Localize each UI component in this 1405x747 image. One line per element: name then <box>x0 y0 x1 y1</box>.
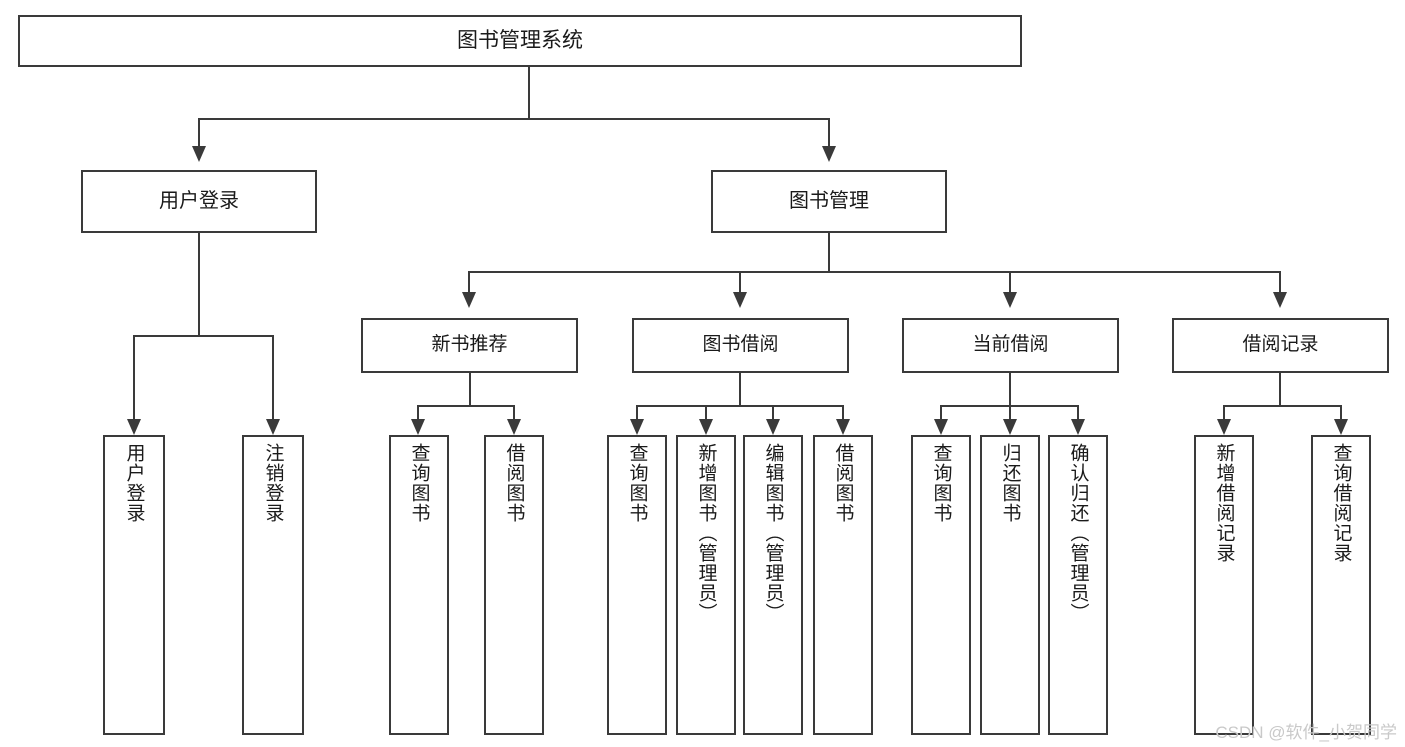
node-label: 用户登录 <box>159 189 239 212</box>
node-label: 查询图书 <box>930 443 952 523</box>
connector-bb-drop-2 <box>705 405 707 419</box>
leaf-user-logout[interactable]: 注销登录 <box>242 435 304 735</box>
node-borrow-record[interactable]: 借阅记录 <box>1172 318 1389 373</box>
node-label: 新增图书（管理员） <box>695 443 717 623</box>
node-current-borrow[interactable]: 当前借阅 <box>902 318 1119 373</box>
connector-user-login-stem <box>198 233 200 335</box>
connector-book-management-bus <box>468 271 1280 273</box>
connector-cb-drop-1 <box>940 405 942 419</box>
arrow-icon-bb-to-borrow-book <box>836 419 850 435</box>
node-label: 图书借阅 <box>702 334 779 356</box>
node-label: 借阅图书 <box>832 443 854 523</box>
watermark-csdn: CSDN @软件_小贺同学 <box>1215 723 1397 742</box>
connector-bm-drop-1 <box>468 271 470 292</box>
connector-bb-drop-3 <box>772 405 774 419</box>
node-label: 查询借阅记录 <box>1330 443 1352 563</box>
leaf-cb-query-book[interactable]: 查询图书 <box>911 435 971 735</box>
node-label: 查询图书 <box>408 443 430 523</box>
leaf-cb-return-book[interactable]: 归还图书 <box>980 435 1040 735</box>
connector-nbr-drop-1 <box>417 405 419 419</box>
connector-nbr-stem <box>469 373 471 405</box>
arrow-icon-user-login-to-logout <box>266 419 280 435</box>
connector-bm-drop-2 <box>739 271 741 292</box>
node-label: 图书管理 <box>789 189 869 212</box>
node-book-management[interactable]: 图书管理 <box>711 170 947 233</box>
leaf-bb-edit-book-admin[interactable]: 编辑图书（管理员） <box>743 435 803 735</box>
arrow-icon-br-to-query-record <box>1334 419 1348 435</box>
arrow-icon-bm-to-new-book-recommend <box>462 292 476 308</box>
leaf-bb-query-book[interactable]: 查询图书 <box>607 435 667 735</box>
arrow-icon-root-to-user-login <box>192 146 206 162</box>
arrow-icon-bm-to-current-borrow <box>1003 292 1017 308</box>
connector-user-login-drop-2 <box>272 335 274 419</box>
node-root-book-management-system[interactable]: 图书管理系统 <box>18 15 1022 67</box>
arrow-icon-cb-to-query-book <box>934 419 948 435</box>
connector-root-stem <box>528 67 530 118</box>
leaf-br-add-record[interactable]: 新增借阅记录 <box>1194 435 1254 735</box>
node-label: 借阅记录 <box>1242 334 1319 356</box>
connector-user-login-bus <box>133 335 274 337</box>
arrow-icon-nbr-to-borrow-book <box>507 419 521 435</box>
node-label: 新增借阅记录 <box>1213 443 1235 563</box>
connector-bb-drop-1 <box>636 405 638 419</box>
arrow-icon-bb-to-query-book <box>630 419 644 435</box>
leaf-bb-add-book-admin[interactable]: 新增图书（管理员） <box>676 435 736 735</box>
node-label: 确认归还（管理员） <box>1067 443 1089 623</box>
connector-bb-drop-4 <box>842 405 844 419</box>
connector-user-login-drop-1 <box>133 335 135 419</box>
arrow-icon-bb-to-edit-book <box>766 419 780 435</box>
node-book-borrow[interactable]: 图书借阅 <box>632 318 849 373</box>
node-label: 查询图书 <box>626 443 648 523</box>
connector-nbr-bus <box>417 405 515 407</box>
connector-br-stem <box>1279 373 1281 405</box>
node-label: 当前借阅 <box>972 334 1049 356</box>
connector-br-drop-1 <box>1223 405 1225 419</box>
arrow-icon-nbr-to-query-book <box>411 419 425 435</box>
node-label: 图书管理系统 <box>457 28 583 52</box>
node-label: 归还图书 <box>999 443 1021 523</box>
connector-root-bus <box>198 118 830 120</box>
arrow-icon-bm-to-borrow-record <box>1273 292 1287 308</box>
node-label: 编辑图书（管理员） <box>762 443 784 623</box>
connector-cb-stem <box>1009 373 1011 405</box>
connector-br-drop-2 <box>1340 405 1342 419</box>
node-label: 借阅图书 <box>503 443 525 523</box>
connector-book-management-stem <box>828 233 830 271</box>
arrow-icon-user-login-to-login <box>127 419 141 435</box>
arrow-icon-cb-to-confirm-return <box>1071 419 1085 435</box>
arrow-icon-bb-to-add-book <box>699 419 713 435</box>
node-new-book-recommend[interactable]: 新书推荐 <box>361 318 578 373</box>
node-user-login[interactable]: 用户登录 <box>81 170 317 233</box>
node-label: 注销登录 <box>262 443 284 523</box>
connector-cb-drop-3 <box>1077 405 1079 419</box>
node-label: 用户登录 <box>123 443 145 523</box>
connector-nbr-drop-2 <box>513 405 515 419</box>
leaf-cb-confirm-return-admin[interactable]: 确认归还（管理员） <box>1048 435 1108 735</box>
arrow-icon-cb-to-return-book <box>1003 419 1017 435</box>
node-label: 新书推荐 <box>431 334 508 356</box>
connector-root-drop-2 <box>828 118 830 146</box>
leaf-br-query-record[interactable]: 查询借阅记录 <box>1311 435 1371 735</box>
arrow-icon-br-to-add-record <box>1217 419 1231 435</box>
connector-bb-stem <box>739 373 741 405</box>
leaf-bb-borrow-book[interactable]: 借阅图书 <box>813 435 873 735</box>
leaf-user-login[interactable]: 用户登录 <box>103 435 165 735</box>
connector-cb-drop-2 <box>1009 405 1011 419</box>
leaf-nbr-borrow-book[interactable]: 借阅图书 <box>484 435 544 735</box>
connector-bb-bus <box>636 405 844 407</box>
arrow-icon-root-to-book-management <box>822 146 836 162</box>
arrow-icon-bm-to-book-borrow <box>733 292 747 308</box>
connector-root-drop-1 <box>198 118 200 146</box>
leaf-nbr-query-book[interactable]: 查询图书 <box>389 435 449 735</box>
connector-bm-drop-3 <box>1009 271 1011 292</box>
connector-br-bus <box>1223 405 1342 407</box>
connector-bm-drop-4 <box>1279 271 1281 292</box>
